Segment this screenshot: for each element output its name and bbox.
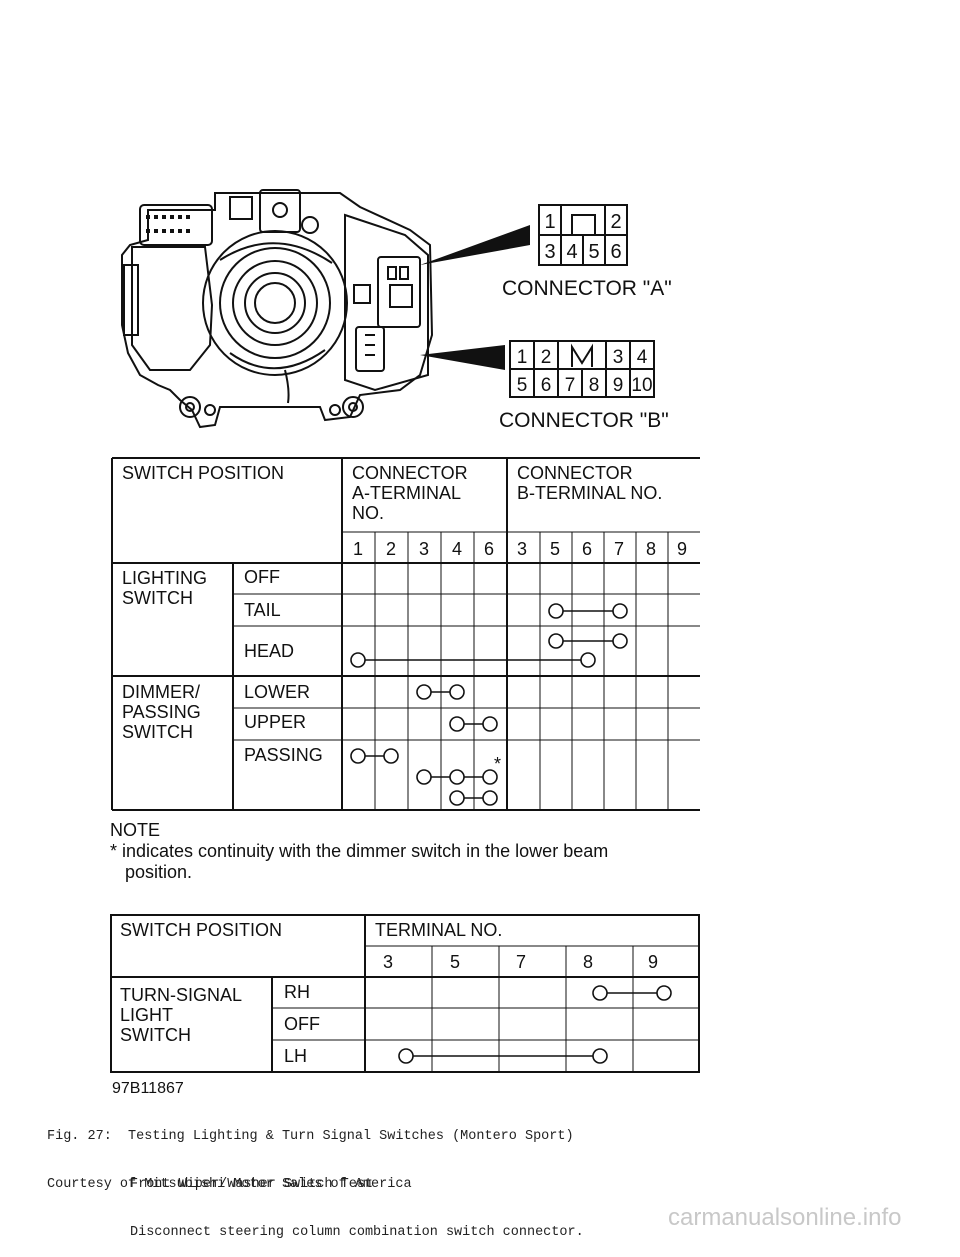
b-terminal-number: 8 <box>646 539 657 559</box>
connector-a-pin: 2 <box>610 211 621 233</box>
caption-line: Courtesy of Mitsubishi Motor Sales of Am… <box>47 1177 412 1192</box>
connector-b-diagram: 1 2 3 4 5 6 7 8 9 10 <box>509 340 655 398</box>
connector-b-pin: 10 <box>631 375 652 396</box>
header-line: NO. <box>352 503 385 523</box>
table2-terminal-number: 7 <box>516 952 527 972</box>
figure-id: 97B11867 <box>112 1080 184 1097</box>
header-line: CONNECTOR <box>352 463 468 483</box>
body-line: Front Wiper/Washer Switch Test <box>130 1177 374 1192</box>
body-line: Disconnect steering column combination s… <box>130 1225 584 1240</box>
connector-b-pin: 5 <box>517 375 528 396</box>
group-lighting-switch: LIGHTING SWITCH <box>122 568 207 608</box>
header-line: B-TERMINAL NO. <box>517 483 663 503</box>
header-line: A-TERMINAL <box>352 483 462 503</box>
row-label-lh: LH <box>284 1046 308 1066</box>
connector-a-pin: 5 <box>588 241 599 263</box>
connector-a-diagram: 1 2 3 4 5 6 <box>538 204 628 266</box>
a-terminal-number: 6 <box>484 539 495 559</box>
table1-header-conn-a: CONNECTOR A-TERMINAL NO. <box>352 463 468 523</box>
connector-b-pin: 7 <box>565 375 576 396</box>
connector-a-pin: 6 <box>610 241 621 263</box>
b-terminal-number: 3 <box>517 539 528 559</box>
note-line: position. <box>125 862 193 882</box>
table1-header-conn-b: CONNECTOR B-TERMINAL NO. <box>517 463 662 503</box>
group-line: SWITCH <box>120 1025 191 1045</box>
group-line: SWITCH <box>122 588 193 608</box>
connector-a-pin: 4 <box>566 241 577 263</box>
group-line: LIGHT <box>120 1005 174 1025</box>
table2-header-terminal: TERMINAL NO. <box>375 920 503 940</box>
group-dimmer-passing-switch: DIMMER/ PASSING SWITCH <box>122 682 201 742</box>
connector-b-pin: 3 <box>613 347 624 368</box>
body-text: Front Wiper/Washer Switch Test Disconnec… <box>130 1145 584 1257</box>
row-label-passing: PASSING <box>244 745 323 765</box>
row-label-off: OFF <box>284 1014 320 1034</box>
watermark: carmanualsonline.info <box>668 1204 902 1231</box>
caption-line: Fig. 27: Testing Lighting & Turn Signal … <box>47 1129 574 1144</box>
group-line: LIGHTING <box>122 568 208 588</box>
table2-terminal-number: 8 <box>583 952 594 972</box>
connector-b-pin: 8 <box>589 375 600 396</box>
note-line: * indicates continuity with the dimmer s… <box>110 841 609 861</box>
row-label-upper: UPPER <box>244 712 307 732</box>
connector-b-pin: 9 <box>613 375 624 396</box>
connector-a-pin: 3 <box>544 241 555 263</box>
asterisk-marker: * <box>494 754 501 774</box>
row-label-head: HEAD <box>244 641 295 661</box>
group-line: PASSING <box>122 702 201 722</box>
a-terminal-number: 1 <box>353 539 364 559</box>
group-turn-signal-switch: TURN-SIGNAL LIGHT SWITCH <box>120 985 242 1045</box>
group-line: SWITCH <box>122 722 193 742</box>
row-label-lower: LOWER <box>244 682 311 702</box>
connector-b-pin: 4 <box>637 347 648 368</box>
figure-caption: Fig. 27: Testing Lighting & Turn Signal … <box>47 1097 574 1209</box>
row-label-off: OFF <box>244 567 280 587</box>
a-terminal-number: 3 <box>419 539 430 559</box>
connector-b-pin: 2 <box>541 347 552 368</box>
connector-b-pin: 6 <box>541 375 552 396</box>
note-title: NOTE <box>110 820 161 840</box>
b-terminal-number: 6 <box>582 539 593 559</box>
header-line: CONNECTOR <box>517 463 633 483</box>
combination-switch-illustration <box>121 189 434 429</box>
note-block: NOTE * indicates continuity with the dim… <box>110 820 608 883</box>
table2-terminal-number: 3 <box>383 952 394 972</box>
b-terminal-number: 7 <box>614 539 625 559</box>
a-terminal-number: 4 <box>452 539 463 559</box>
table2-terminal-number: 5 <box>450 952 461 972</box>
table2-header-switch-position: SWITCH POSITION <box>120 920 282 940</box>
group-line: DIMMER/ <box>122 682 200 702</box>
row-label-tail: TAIL <box>244 600 281 620</box>
b-terminal-number: 5 <box>550 539 561 559</box>
group-line: TURN-SIGNAL <box>120 985 243 1005</box>
a-terminal-number: 2 <box>386 539 397 559</box>
table2-terminal-number: 9 <box>648 952 659 972</box>
connector-b-label: CONNECTOR "B" <box>499 409 669 432</box>
b-terminal-number: 9 <box>677 539 688 559</box>
connector-b-pin: 1 <box>517 347 528 368</box>
connector-a-pin: 1 <box>544 211 555 233</box>
row-label-rh: RH <box>284 982 310 1002</box>
table1-header-switch-position: SWITCH POSITION <box>122 463 284 483</box>
connector-a-label: CONNECTOR "A" <box>502 277 672 300</box>
connector-pointers <box>420 225 530 370</box>
